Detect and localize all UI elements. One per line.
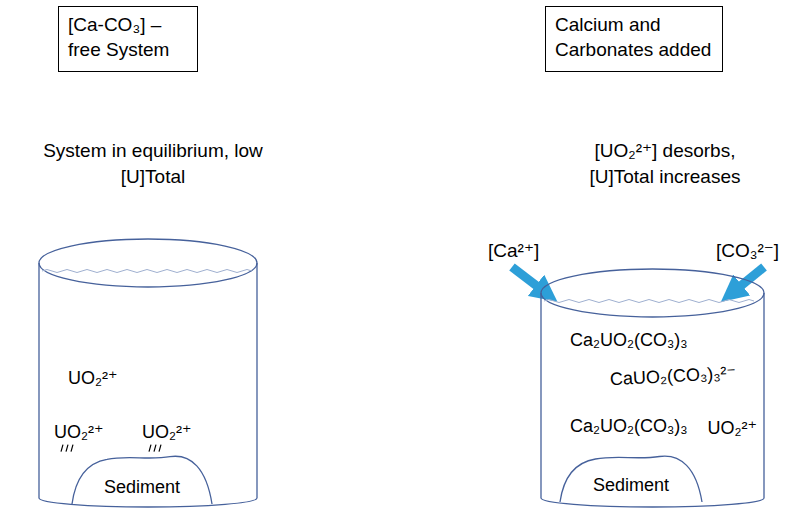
calcium-arrow — [512, 267, 546, 293]
species-formula: UO₂²⁺ — [54, 422, 103, 444]
sorption-bond — [159, 445, 161, 452]
sorption-bond — [66, 445, 68, 452]
sediment-mound: Sediment — [72, 452, 212, 504]
sediment-mound: Sediment — [560, 452, 702, 502]
species-formula: UO₂²⁺ — [68, 368, 117, 390]
condition-box: Calcium and Carbonates added — [545, 6, 723, 72]
species-formula: UO₂²⁺ — [142, 422, 191, 444]
sorption-bond — [149, 445, 151, 452]
state-caption: [UO₂²⁺] desorbs, [U]Total increases — [560, 138, 770, 189]
ion-label: [Ca²⁺] — [488, 238, 539, 264]
beaker-vessel: UO₂²⁺ UO₂²⁺ UO₂²⁺ Sediment — [38, 238, 258, 508]
sorption-bond — [154, 445, 156, 452]
species-formula: Ca₂UO₂(CO₃)₃ — [570, 330, 688, 352]
species-formula: Ca₂UO₂(CO₃)₃ — [570, 416, 688, 438]
condition-box: [Ca-CO₃] – free System — [58, 6, 198, 72]
ion-label: [CO₃²⁻] — [716, 238, 779, 264]
species-formula: UO₂²⁺ — [708, 418, 757, 440]
sediment-label: Sediment — [593, 475, 669, 497]
beaker-vessel: Ca₂UO₂(CO₃)₃ CaUO₂(CO₃)₃²⁻ Ca₂UO₂(CO₃)₃ UO₂… — [540, 268, 765, 508]
box-text: Calcium and Carbonates added — [555, 13, 713, 62]
box-text: [Ca-CO₃] – free System — [68, 13, 188, 62]
sorption-bond — [71, 445, 73, 452]
state-caption: System in equilibrium, low [U]Total — [30, 138, 276, 189]
sediment-label: Sediment — [104, 477, 180, 499]
sorption-bond — [61, 445, 63, 452]
species-formula: CaUO₂(CO₃)₃²⁻ — [610, 363, 737, 391]
